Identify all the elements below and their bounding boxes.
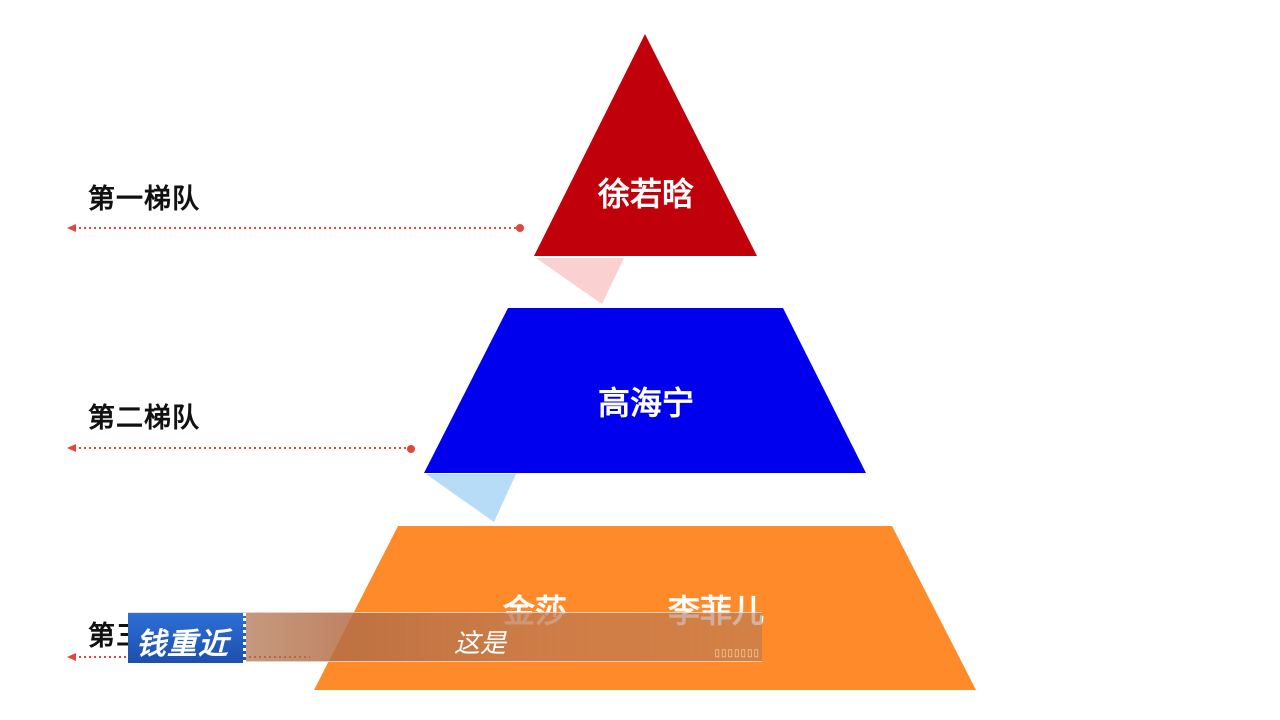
- tier-1-label: 第一梯队: [88, 184, 200, 215]
- program-logo-text: 钱重近: [136, 627, 229, 662]
- program-logo: 钱重近: [128, 613, 246, 663]
- tier-1-shape: [534, 34, 757, 256]
- tier-2-member: 高海宁: [598, 384, 694, 422]
- tier-1-member: 徐若晗: [597, 175, 694, 213]
- tier-3-shape: [314, 526, 976, 690]
- tier-2-shadow: [426, 474, 516, 522]
- subtitle-text: 这是: [454, 629, 507, 659]
- tier-2-shape: [424, 308, 866, 473]
- tier-1-shadow: [536, 258, 624, 304]
- tier-2-label: 第二梯队: [88, 403, 200, 434]
- tier-1-arrow: [67, 224, 524, 232]
- subtitle-decoration: ▯▯▯▯▯▯▯: [714, 648, 760, 659]
- subtitle-bar: 钱重近 这是 ▯▯▯▯▯▯▯: [128, 612, 762, 663]
- tier-2-arrow: [67, 444, 415, 453]
